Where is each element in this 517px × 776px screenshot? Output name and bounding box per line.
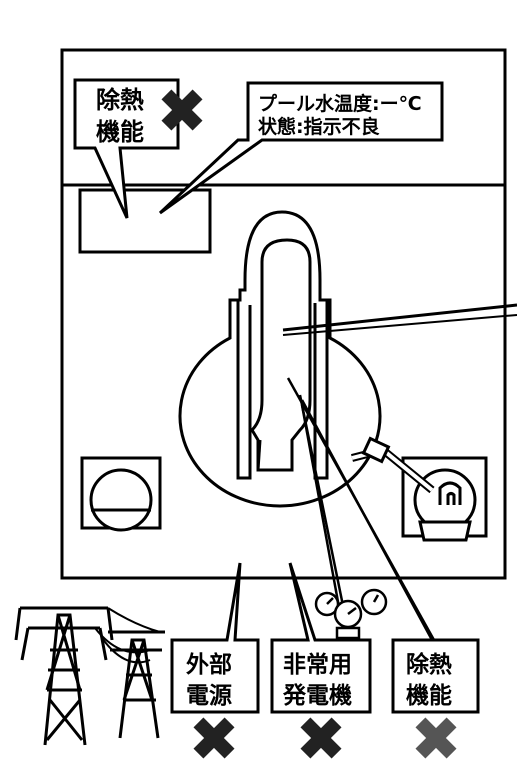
heat-removal-bottom-line2: 機能 <box>406 682 452 709</box>
external-power-label-box: 外部 電源 <box>170 562 260 714</box>
cross-mark-icon <box>193 717 235 759</box>
external-power-line1: 外部 <box>186 651 232 678</box>
power-transmission-towers <box>14 606 165 746</box>
emergency-generator-line2: 発電機 <box>282 683 352 709</box>
external-power-line2: 電源 <box>186 683 232 709</box>
emergency-generator-line1: 非常用 <box>283 652 352 678</box>
right-pump <box>351 436 488 542</box>
spent-fuel-pool <box>78 188 212 254</box>
cross-mark-icon <box>161 89 203 131</box>
heat-removal-bottom-line1: 除熱 <box>406 651 452 678</box>
reactor-pressure-vessel <box>250 238 312 472</box>
heat-removal-top-line1: 除熱 <box>96 86 144 114</box>
rpv-pointer-line <box>282 303 517 332</box>
heat-removal-top-line2: 機能 <box>96 118 144 146</box>
left-suppression-tank <box>80 456 162 532</box>
pool-status-label: 状態:指示不良 <box>258 115 380 138</box>
heat-removal-label-box-bottom: 除熱 機能 <box>391 638 480 714</box>
emergency-generator-label-box: 非常用 発電機 <box>270 562 372 714</box>
pool-temperature-callout: プール水温度:ー℃ 状態:指示不良 <box>158 81 444 215</box>
containment-inner-walls <box>236 300 329 480</box>
cross-mark-icon <box>300 717 342 759</box>
pool-temperature-label: プール水温度:ー℃ <box>258 92 422 115</box>
generator-gauges <box>314 588 388 640</box>
cross-mark-icon <box>415 717 457 759</box>
heat-removal-callout-top: 除熱 機能 <box>73 78 180 219</box>
